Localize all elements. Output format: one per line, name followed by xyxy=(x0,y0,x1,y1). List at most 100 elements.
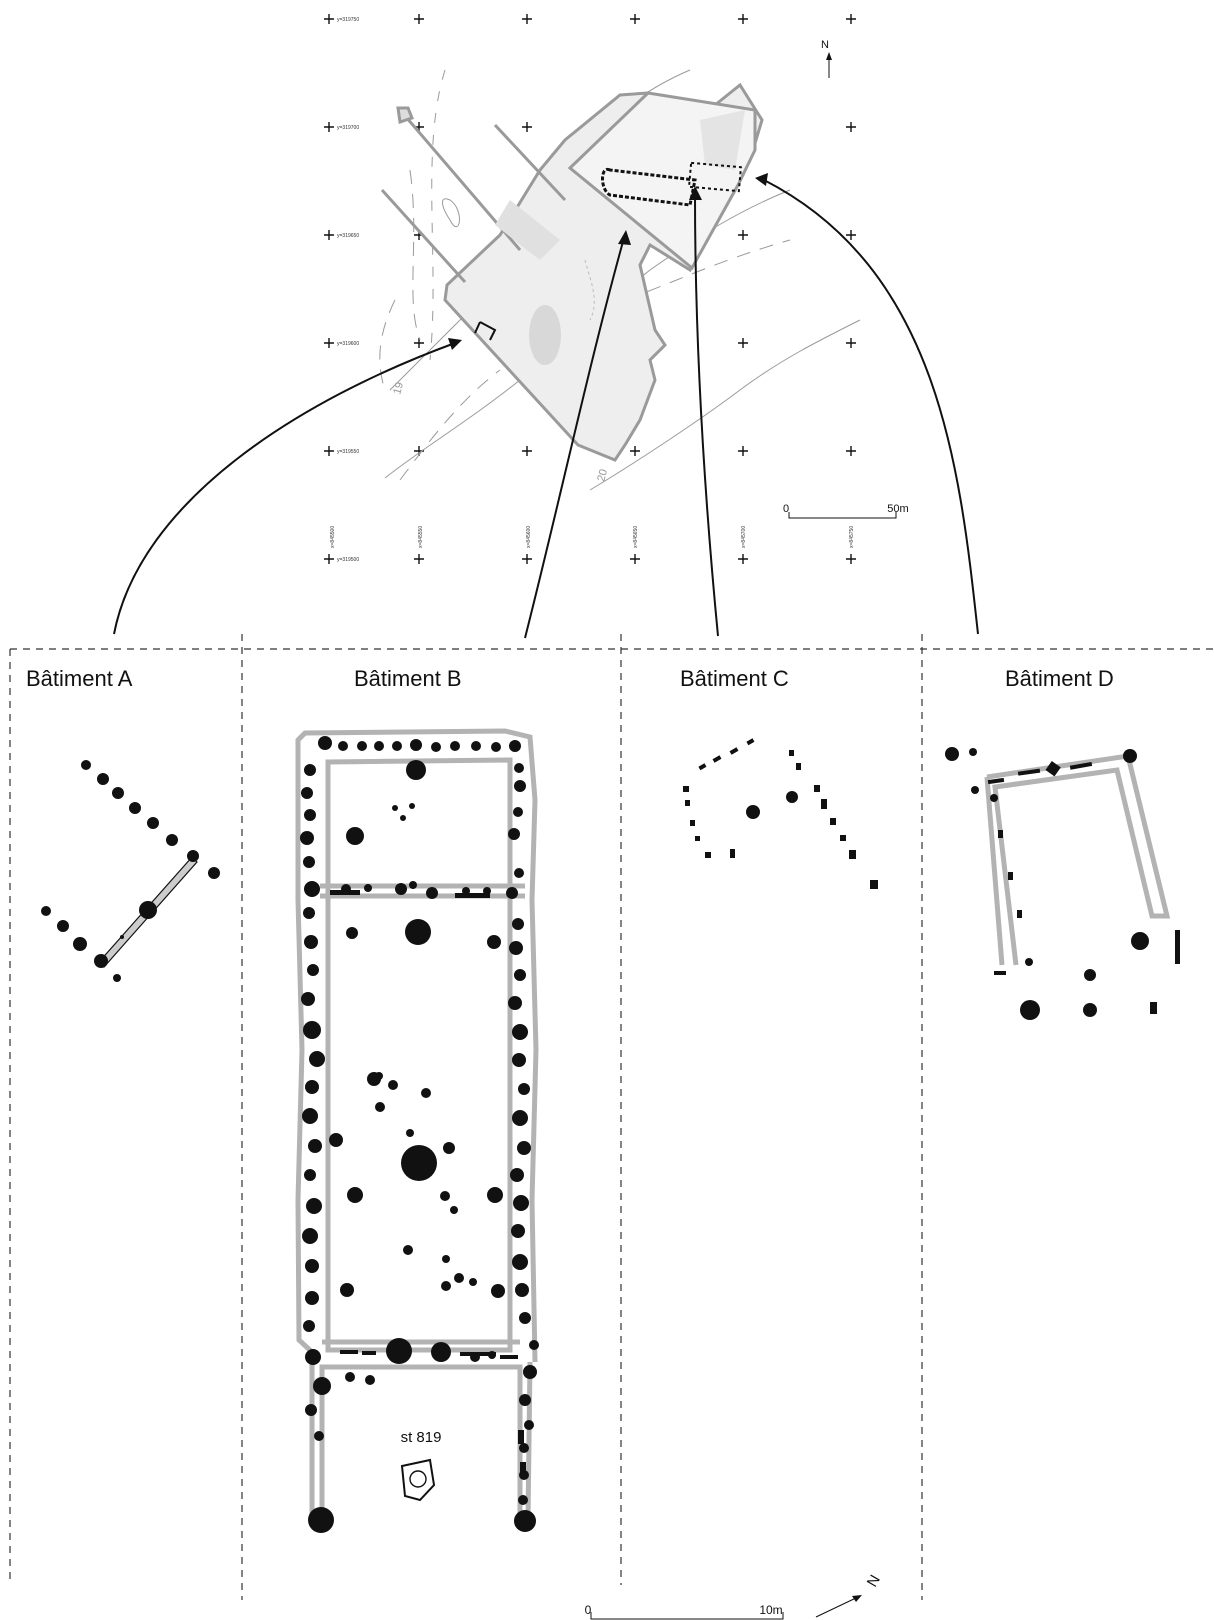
posthole xyxy=(305,1080,319,1094)
posthole xyxy=(513,807,523,817)
posthole xyxy=(529,1340,539,1350)
wall-segment-mark xyxy=(520,1462,526,1478)
posthole xyxy=(517,1141,531,1155)
posthole xyxy=(440,1191,450,1201)
posthole xyxy=(302,1228,318,1244)
posthole xyxy=(506,887,518,899)
posthole xyxy=(512,1053,526,1067)
posthole xyxy=(314,1431,324,1441)
building-b-plan: st 819 xyxy=(295,728,539,1533)
grid-cross xyxy=(738,338,748,348)
posthole xyxy=(523,1365,537,1379)
posthole xyxy=(406,1129,414,1137)
contour-label: 20 xyxy=(595,468,610,483)
posthole xyxy=(345,1372,355,1382)
posthole xyxy=(374,741,384,751)
posthole xyxy=(443,1142,455,1154)
posthole xyxy=(509,941,523,955)
site-scale-bar: 0 50m xyxy=(783,503,909,519)
posthole xyxy=(303,856,315,868)
posthole xyxy=(357,741,367,751)
grid-cross xyxy=(846,230,856,240)
posthole xyxy=(301,992,315,1006)
grid-cross xyxy=(630,446,640,456)
posthole xyxy=(309,1051,325,1067)
grid-cross xyxy=(324,230,334,240)
posthole xyxy=(318,736,332,750)
posthole xyxy=(305,1291,319,1305)
posthole xyxy=(410,739,422,751)
grid-x-label: x=845650 xyxy=(633,526,639,548)
posthole xyxy=(329,1133,343,1147)
grid-cross xyxy=(324,14,334,24)
grid-cross xyxy=(414,14,424,24)
posthole xyxy=(431,1342,451,1362)
posthole xyxy=(508,828,520,840)
feature-label-st819: st 819 xyxy=(401,1429,442,1446)
posthole xyxy=(392,741,402,751)
panel-dividers xyxy=(9,634,1214,1600)
scale-start-label: 0 xyxy=(783,503,789,515)
posthole xyxy=(514,763,524,773)
grid-cross xyxy=(414,338,424,348)
building-d-plan xyxy=(945,747,1180,1020)
posthole xyxy=(519,1443,529,1453)
posthole xyxy=(303,907,315,919)
posthole xyxy=(307,964,319,976)
posthole xyxy=(454,1273,464,1283)
posthole xyxy=(388,1080,398,1090)
arrow-heads xyxy=(448,173,768,350)
wall-segment-mark xyxy=(362,1351,376,1355)
panel-titles: Bâtiment A Bâtiment B Bâtiment C Bâtimen… xyxy=(26,666,1114,691)
grid-cross xyxy=(324,338,334,348)
wall-segment-mark xyxy=(455,893,490,898)
posthole xyxy=(406,760,426,780)
grid-cross xyxy=(522,446,532,456)
grid-x-label: x=845700 xyxy=(741,526,747,548)
posthole xyxy=(375,1072,383,1080)
posthole xyxy=(305,1404,317,1416)
posthole xyxy=(518,1083,530,1095)
posthole xyxy=(304,1169,316,1181)
posthole xyxy=(405,919,431,945)
posthole xyxy=(515,1283,529,1297)
grid-cross xyxy=(846,338,856,348)
posthole xyxy=(491,1284,505,1298)
grid-y-labels: y=319750 y=319700 y=319650 y=319600 y=31… xyxy=(337,17,359,563)
grid-cross xyxy=(846,554,856,564)
posthole xyxy=(509,740,521,752)
posthole xyxy=(409,881,417,889)
posthole xyxy=(302,1108,318,1124)
site-building-markers xyxy=(474,161,743,341)
posthole xyxy=(347,1187,363,1203)
posthole xyxy=(450,1206,458,1214)
panel-title-batiment-c: Bâtiment C xyxy=(680,666,789,691)
grid-cross xyxy=(324,554,334,564)
grid-cross xyxy=(630,554,640,564)
grid-cross xyxy=(846,446,856,456)
grid-x-label: x=845600 xyxy=(526,526,532,548)
grid-cross xyxy=(630,14,640,24)
panel-title-batiment-b: Bâtiment B xyxy=(354,666,462,691)
posthole xyxy=(403,1245,413,1255)
posthole xyxy=(400,815,406,821)
posthole xyxy=(300,831,314,845)
posthole xyxy=(304,935,318,949)
building-d-postholes xyxy=(945,747,1180,1020)
posthole xyxy=(421,1088,431,1098)
posthole xyxy=(487,1187,503,1203)
wall-segment-mark xyxy=(500,1355,518,1359)
bottom-scale-end: 10m xyxy=(759,1603,782,1617)
posthole xyxy=(386,1338,412,1364)
posthole xyxy=(514,780,526,792)
grid-x-label: x=845750 xyxy=(849,526,855,548)
building-a-plan xyxy=(41,760,220,982)
grid-y-label: y=319500 xyxy=(337,557,359,563)
posthole xyxy=(426,887,438,899)
posthole xyxy=(469,1278,477,1286)
grid-cross xyxy=(738,554,748,564)
posthole xyxy=(308,1139,322,1153)
posthole xyxy=(512,1110,528,1126)
posthole xyxy=(305,1259,319,1273)
